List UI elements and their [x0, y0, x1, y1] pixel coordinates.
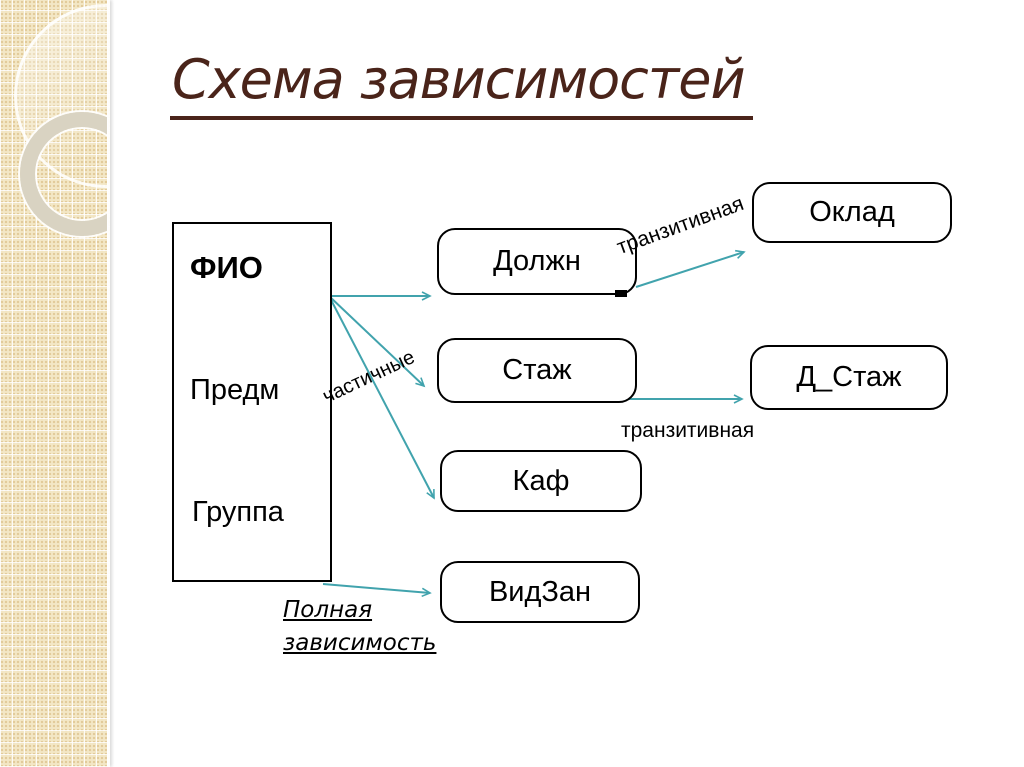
entity-field-predm: Предм: [190, 374, 280, 406]
arrow-fio-vidzan: [322, 583, 432, 598]
label-full-dependency: Полная зависимость: [283, 594, 436, 660]
page-title: Схема зависимостей: [170, 50, 753, 120]
node-dstazh: Д_Стаж: [750, 345, 948, 410]
sidebar-decoration: [0, 0, 110, 767]
label-transitive-bottom: транзитивная: [621, 419, 755, 442]
node-dolzhn-corner-mark: [615, 290, 627, 297]
entity-field-gruppa: Группа: [192, 496, 284, 528]
node-oklad: Оклад: [752, 182, 952, 243]
label-full-line1: Полная: [283, 597, 373, 623]
node-dolzhn: Должн: [437, 228, 637, 295]
arrow-dolzhn-oklad: [635, 249, 746, 288]
entity-box-key: ФИО Предм Группа: [172, 222, 332, 582]
node-stazh: Стаж: [437, 338, 637, 403]
entity-field-fio: ФИО: [190, 250, 263, 285]
label-full-line2: зависимость: [283, 630, 437, 656]
node-kaf: Каф: [440, 450, 642, 512]
label-transitive-top: транзитивная: [613, 191, 747, 260]
node-vidzan: ВидЗан: [440, 561, 640, 623]
